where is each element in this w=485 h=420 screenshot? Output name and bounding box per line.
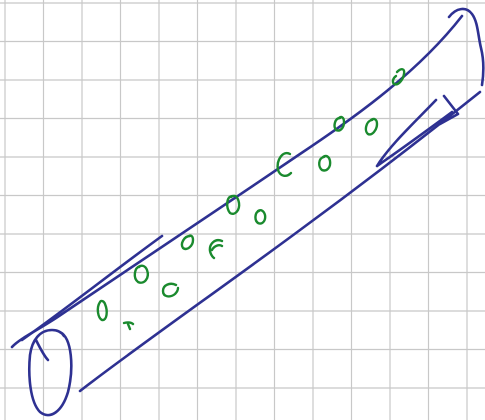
tube-open-end-arrow [375,98,454,168]
tube-outline [10,7,485,417]
particle [208,239,224,260]
particles [96,68,406,331]
particle [276,151,293,178]
tube-near-end-ellipse [28,328,73,417]
tube-far-end-cap [447,7,485,87]
tube-near-end-inner-stroke [34,338,50,362]
tube-upper-wall [10,14,464,349]
particle [391,68,406,86]
particle [226,194,241,215]
particle [96,299,108,322]
particle [133,264,149,284]
particle [161,282,180,298]
particle [254,209,267,225]
particle [122,321,135,331]
particle [318,154,332,172]
tube-upper-wall-inner-stroke [20,234,164,342]
particle [333,115,346,132]
tube-lower-wall [78,90,482,393]
particle [364,117,379,136]
tube-open-end-arrow-tick [438,94,460,126]
particle [180,234,195,251]
